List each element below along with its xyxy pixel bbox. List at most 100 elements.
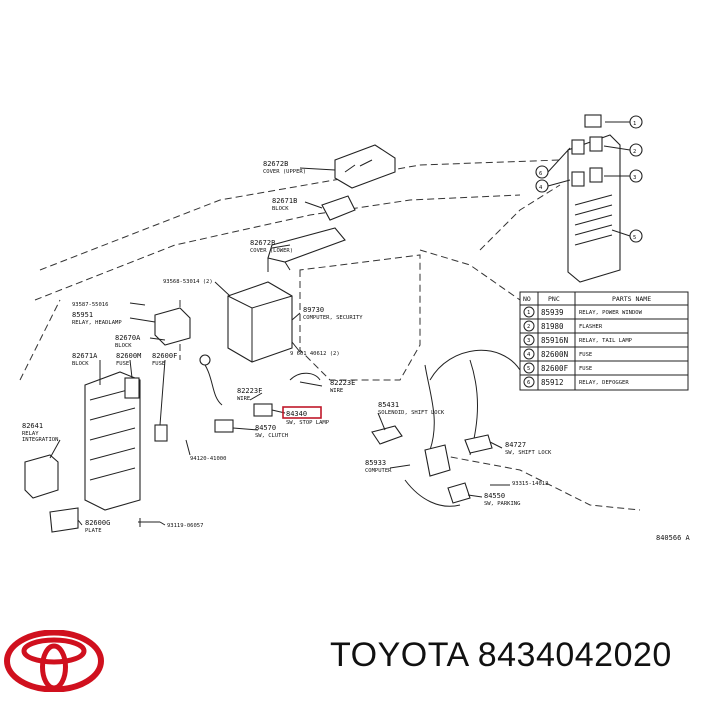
table-row-name: RELAY, TAIL LAMP (579, 338, 633, 344)
part-number-caption: TOYOTA 8434042020 (330, 636, 672, 674)
callout-5: 5 (633, 235, 636, 241)
dashboard-outline-left (19, 299, 61, 381)
clutch-switch-part (214, 419, 234, 433)
cover-upper-part (334, 144, 396, 189)
label-computer-security: COMPUTER, SECURITY (303, 315, 363, 321)
label-wire-82223e: WIRE (330, 388, 343, 394)
table-row-no: 5 (527, 366, 530, 372)
label-82670a: 82670A (115, 334, 141, 342)
fuse-82600m-part (124, 377, 140, 399)
security-computer-part (227, 281, 293, 363)
table-row-pnc: 85939 (541, 308, 564, 317)
table-row-no: 4 (527, 352, 531, 358)
dashboard-outline-upper (39, 159, 561, 271)
label-93315: 93315-14012 (512, 481, 548, 487)
relay-block-callouts: 1 2 3 4 5 6 (535, 115, 643, 243)
table-row-name: FUSE (579, 352, 592, 358)
toyota-logo (4, 630, 104, 692)
relay-block-part (84, 371, 141, 511)
callout-3: 3 (633, 175, 636, 181)
lower-bracket-part (404, 479, 461, 507)
cover-lower-part (267, 227, 346, 272)
table-row-name: FUSE (579, 366, 592, 372)
table-header-no: NO (523, 295, 531, 303)
label-sw-stop-lamp: SW, STOP LAMP (286, 420, 330, 426)
label-93119: 93119-06057 (167, 523, 203, 529)
label-computer-85933: COMPUTER (365, 468, 392, 474)
label-82672b-lower: 82672B (250, 239, 275, 247)
solenoid-shift-lock-part (371, 425, 403, 445)
dashboard-outline-mid (34, 194, 521, 301)
table-header-parts-name: PARTS NAME (612, 295, 651, 303)
instrument-panel-outline (299, 254, 421, 381)
highlight-box-84340 (282, 406, 322, 419)
label-89730: 89730 (303, 306, 324, 314)
stop-lamp-switch-part (253, 403, 273, 417)
label-82641: 82641 (22, 422, 43, 430)
parts-table: NO PNC PARTS NAME 1 85939 RELAY, POWER W… (519, 291, 689, 391)
parking-switch-part (447, 482, 471, 504)
table-row-no: 3 (527, 338, 530, 344)
label-figure-code: 840566 A (656, 534, 691, 542)
label-85933: 85933 (365, 459, 386, 467)
label-sw-shift-lock: SW, SHIFT LOCK (505, 450, 552, 456)
table-row-name: RELAY, DEFOGGER (579, 380, 629, 386)
label-fuse-82600f: FUSE (152, 361, 165, 367)
table-row-pnc: 81980 (541, 322, 564, 331)
block-82671b-part (321, 195, 356, 221)
callout-4: 4 (539, 185, 543, 191)
table-header-pnc: PNC (548, 295, 560, 303)
table-row-pnc: 82600N (541, 350, 568, 359)
label-82600m: 82600M (116, 352, 141, 360)
table-row-name: FLASHER (579, 324, 603, 330)
label-84570: 84570 (255, 424, 276, 432)
headlamp-relay-part (154, 307, 191, 346)
label-relay-headlamp: RELAY, HEADLAMP (72, 320, 122, 326)
shift-lock-switch-part (464, 434, 493, 454)
label-sw-parking: SW, PARKING (484, 501, 520, 507)
callout-1: 1 (633, 121, 636, 127)
wire-harness-part (199, 354, 321, 406)
table-row-no: 6 (527, 380, 530, 386)
shift-knob-outline (429, 349, 521, 381)
label-84550: 84550 (484, 492, 505, 500)
label-sw-clutch: SW, CLUTCH (255, 433, 288, 439)
label-82600g: 82600G (85, 519, 110, 527)
shift-lock-computer-part (424, 444, 451, 477)
dashboard-outline-right (479, 184, 561, 251)
label-82223f: 82223F (237, 387, 262, 395)
table-row-pnc: 82600F (541, 364, 569, 373)
label-9661: 9 661 40612 (2) (290, 351, 340, 357)
label-93587: 93587-55016 (72, 302, 108, 308)
relay-block-detail (567, 114, 621, 283)
label-84340: 84340 (286, 410, 307, 418)
label-integration: INTEGRATION (22, 437, 58, 443)
label-relay-82641: RELAY (22, 431, 39, 437)
label-cover-lower: COVER (LOWER) (250, 248, 293, 254)
relay-integration-part (24, 454, 59, 499)
label-93568: 93568-53014 (2) (163, 279, 213, 285)
label-wire-82223f: WIRE (237, 396, 250, 402)
label-block-82671a: BLOCK (72, 361, 89, 367)
callout-6: 6 (539, 171, 542, 177)
label-fuse-82600m: FUSE (116, 361, 129, 367)
table-row-no: 1 (527, 310, 530, 316)
label-solenoid-shift-lock: SOLENOID, SHIFT LOCK (378, 410, 445, 416)
label-cover-upper: COVER (UPPER) (263, 169, 306, 175)
label-82600f: 82600F (152, 352, 177, 360)
label-85951: 85951 (72, 311, 93, 319)
plate-part (49, 507, 79, 533)
table-row-name: RELAY, POWER WINDOW (579, 310, 643, 316)
label-82671b: 82671B (272, 197, 297, 205)
fuse-82600f-part (154, 424, 168, 442)
label-85431: 85431 (378, 401, 399, 409)
bolt-part (138, 518, 160, 527)
label-84727: 84727 (505, 441, 526, 449)
label-block-82671b: BLOCK (272, 206, 289, 212)
callout-2: 2 (633, 149, 636, 155)
label-82672b-upper: 82672B (263, 160, 288, 168)
label-82671a: 82671A (72, 352, 98, 360)
table-row-pnc: 85912 (541, 378, 564, 387)
